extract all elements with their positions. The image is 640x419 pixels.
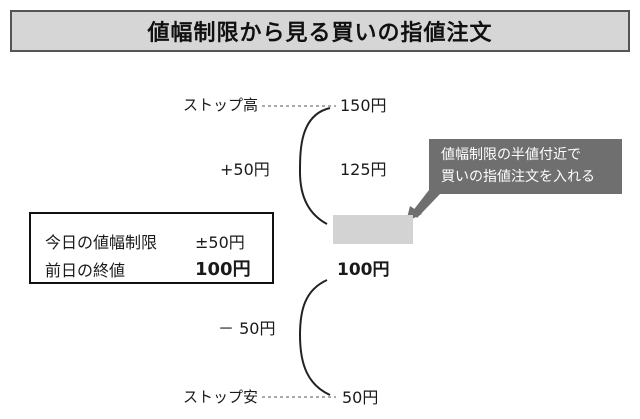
page-title: 値幅制限から見る買いの指値注文 (10, 10, 630, 52)
callout-line-2: 買いの指値注文を入れる (441, 169, 595, 185)
price-limit-label: 今日の値幅制限 (45, 233, 158, 252)
previous-close-label: 前日の終値 (45, 261, 126, 280)
info-box: 今日の値幅制限 ±50円 前日の終値 100円 (29, 212, 274, 284)
stop-high-label: ストップ高 (183, 96, 259, 114)
upper-range-label: +50円 (220, 160, 270, 179)
buy-order-box (333, 215, 413, 244)
mid-price: 125円 (340, 160, 387, 179)
callout-arrow (412, 190, 440, 218)
stop-high-price: 150円 (340, 96, 387, 115)
stop-low-price: 50円 (342, 388, 379, 407)
upper-range-brace (298, 107, 331, 225)
price-limit-value: ±50円 (195, 233, 245, 252)
lower-range-label: － 50円 (218, 319, 276, 338)
callout-note: 値幅制限の半値付近で 買いの指値注文を入れる (429, 139, 622, 194)
lower-range-brace (298, 279, 331, 396)
stop-low-label: ストップ安 (183, 388, 259, 406)
callout-line-1: 値幅制限の半値付近で (441, 147, 581, 163)
previous-close-value: 100円 (195, 259, 251, 280)
center-price: 100円 (337, 260, 390, 280)
